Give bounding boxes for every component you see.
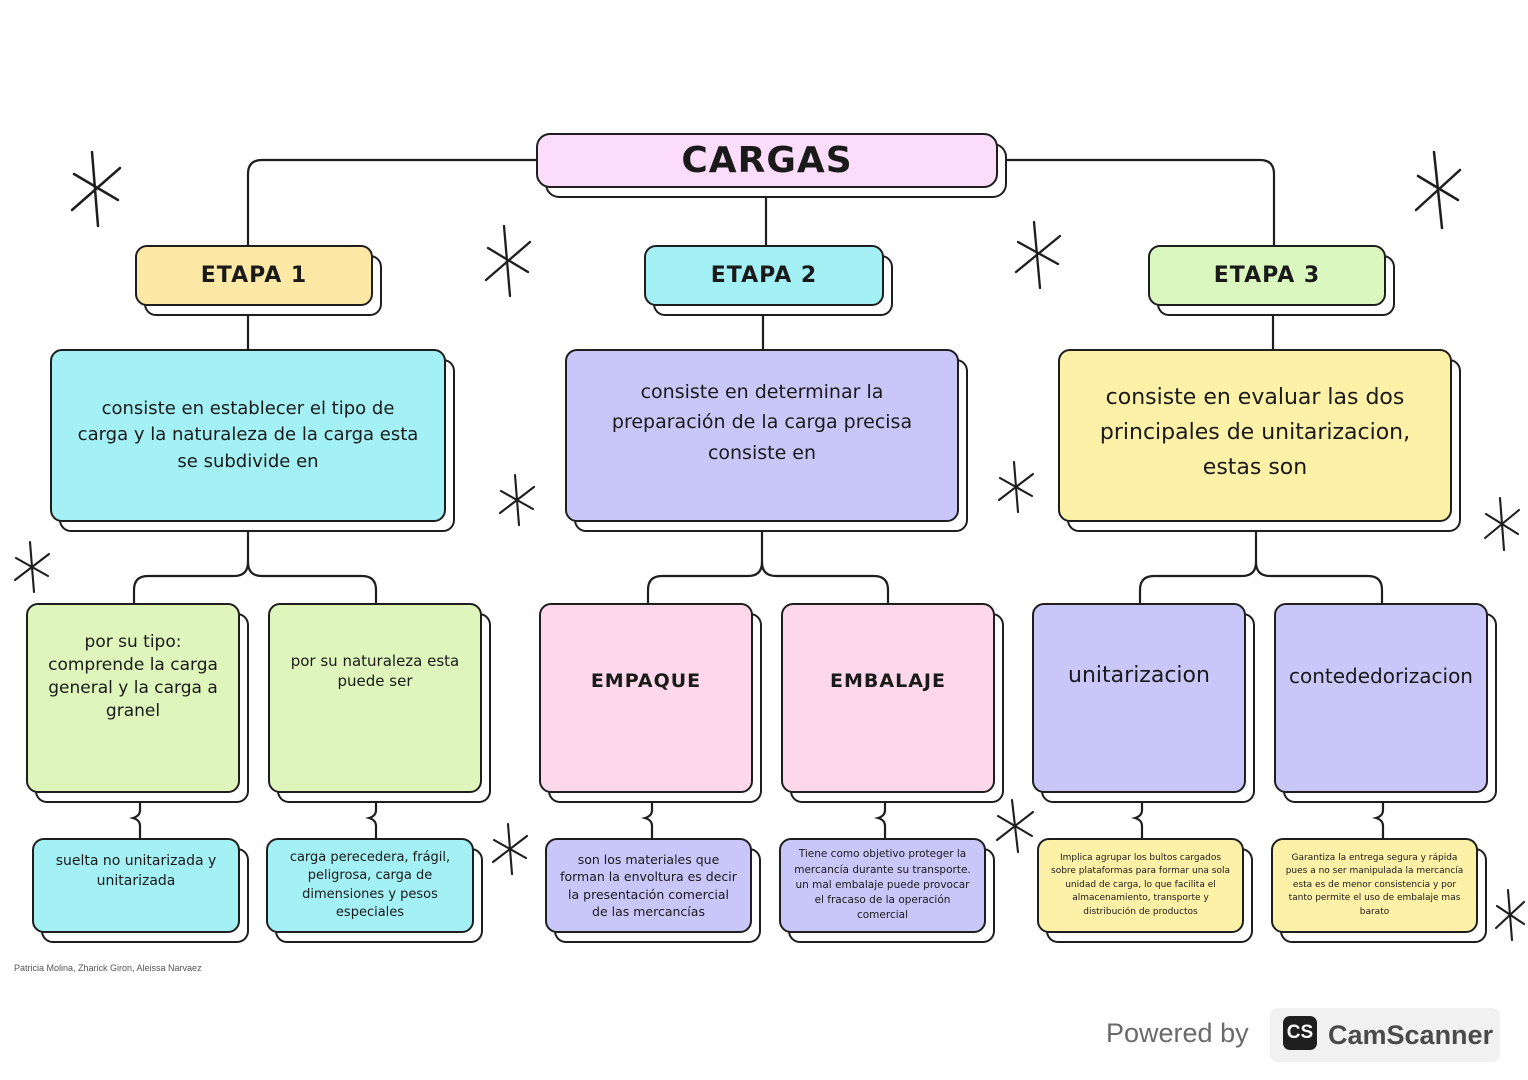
stage-3-header: ETAPA 3 (1148, 245, 1386, 306)
stage-3-unitarizacion-node: unitarizacion (1032, 603, 1246, 793)
asterisk-icon (997, 460, 1035, 514)
stage-2-embalaje-detail: Tiene como objetivo proteger la mercancí… (779, 838, 986, 933)
asterisk-icon (1494, 888, 1526, 942)
stage-2-empaque-detail: son los materiales que forman la envoltu… (545, 838, 752, 933)
title-node: CARGAS (536, 133, 998, 188)
author-credit: Patricia Molina, Zharick Giron, Aleissa … (14, 963, 202, 973)
stage-1-type-detail: suelta no unitarizada y unitarizada (32, 838, 240, 933)
stage-1-nature-node: por su naturaleza esta puede ser (268, 603, 482, 793)
stage-1-nature-detail: carga perecedera, frágil, peligrosa, car… (266, 838, 474, 933)
stage-3-unitarizacion-detail: Implica agrupar los bultos cargados sobr… (1037, 838, 1244, 933)
stage-1-type-node: por su tipo: comprende la carga general … (26, 603, 240, 793)
stage-1-description: consiste en establecer el tipo de carga … (50, 349, 446, 522)
asterisk-icon (13, 540, 51, 594)
stage-2-header: ETAPA 2 (644, 245, 884, 306)
stage-2-embalaje-node: EMBALAJE (781, 603, 995, 793)
camscanner-brand: CamScanner (1328, 1020, 1494, 1050)
stage-2-description: consiste en determinar la preparación de… (565, 349, 959, 522)
asterisk-icon (1414, 150, 1462, 230)
asterisk-icon (70, 150, 122, 228)
asterisk-icon (1483, 496, 1521, 552)
asterisk-icon (1014, 220, 1062, 290)
stage-3-description: consiste en evaluar las dos principales … (1058, 349, 1452, 522)
powered-by-text: Powered by (1106, 1018, 1249, 1048)
stage-1-header: ETAPA 1 (135, 245, 373, 306)
asterisk-icon (491, 822, 529, 876)
stage-3-contenedorizacion-detail: Garantiza la entrega segura y rápida pue… (1271, 838, 1478, 933)
stage-2-empaque-node: EMPAQUE (539, 603, 753, 793)
stage-3-contenedorizacion-node: contededorizacion (1274, 603, 1488, 793)
camscanner-logo-icon: CS (1283, 1016, 1317, 1050)
asterisk-icon (498, 473, 536, 527)
asterisk-icon (995, 798, 1035, 854)
asterisk-icon (484, 224, 532, 298)
